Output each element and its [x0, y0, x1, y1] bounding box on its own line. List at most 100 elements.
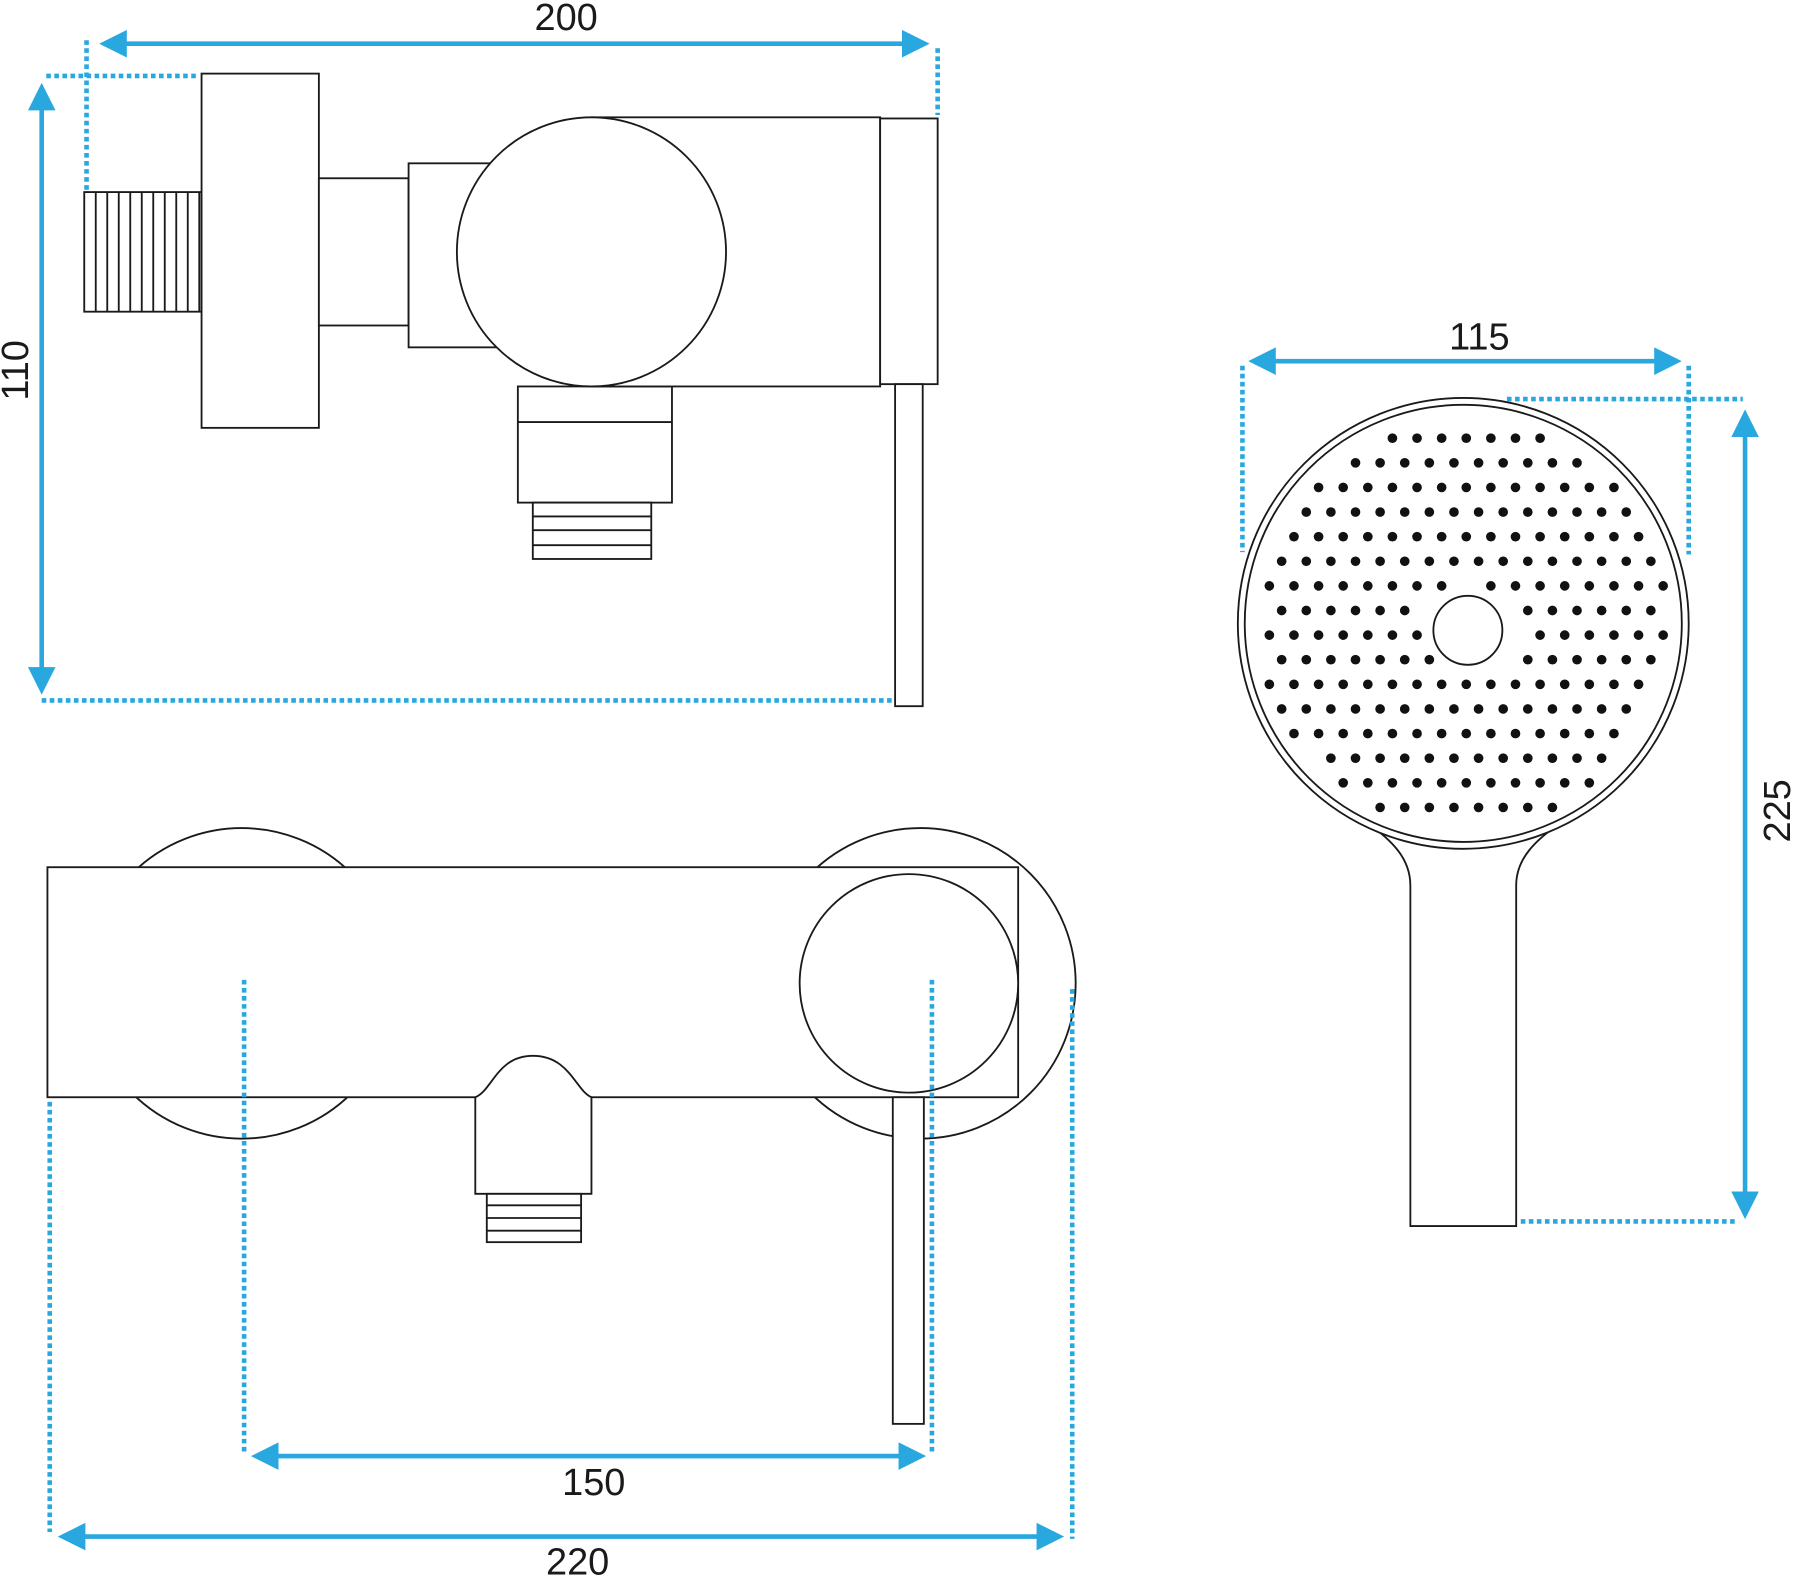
- nozzle-dot: [1621, 507, 1632, 517]
- nozzle-dot: [1362, 679, 1373, 690]
- nozzle-dot: [1399, 753, 1410, 764]
- nozzle-dot: [1572, 507, 1582, 517]
- nozzle-dot: [1412, 777, 1422, 788]
- nozzle-dot: [1658, 630, 1668, 640]
- nozzle-dot: [1473, 753, 1484, 764]
- nozzle-dot: [1559, 482, 1570, 493]
- nozzle-dot: [1535, 777, 1545, 788]
- nozzle-dot: [1621, 654, 1632, 665]
- end-cap: [879, 117, 939, 386]
- nozzle-dot: [1621, 556, 1632, 567]
- nozzle-dot: [1362, 728, 1373, 739]
- nozzle-dot: [1350, 507, 1361, 517]
- nozzle-dot: [1313, 630, 1324, 640]
- nozzle-dot: [1412, 433, 1422, 444]
- lever-front: [891, 1096, 925, 1425]
- cartridge-circle: [455, 116, 727, 388]
- nozzle-dot: [1449, 753, 1459, 764]
- nozzle-dot: [1387, 581, 1398, 591]
- nozzle-dot: [1473, 802, 1484, 813]
- nozzle-dot: [1522, 654, 1533, 665]
- nozzle-dot: [1375, 654, 1385, 665]
- nozzle-dot: [1510, 531, 1521, 542]
- nozzle-dot: [1572, 556, 1582, 567]
- nozzle-dot: [1535, 581, 1545, 591]
- nozzle-dot: [1658, 581, 1668, 591]
- nozzle-dot: [1522, 605, 1533, 616]
- nozzle-dot: [1301, 507, 1312, 517]
- spray-nozzles: [1264, 433, 1668, 813]
- nozzle-dot: [1375, 605, 1385, 616]
- nozzle-dot: [1326, 507, 1336, 517]
- nozzle-dot: [1313, 581, 1324, 591]
- nozzle-dot: [1486, 581, 1496, 591]
- nozzle-dot: [1609, 679, 1619, 690]
- side-view: [83, 72, 939, 708]
- nozzle-dot: [1572, 605, 1582, 616]
- nozzle-dot: [1596, 704, 1607, 714]
- nozzle-dot: [1375, 457, 1385, 468]
- nozzle-dot: [1350, 704, 1361, 714]
- nozzle-dot: [1646, 605, 1656, 616]
- nozzle-dot: [1547, 605, 1558, 616]
- nozzle-dot: [1486, 728, 1496, 739]
- nozzle-dot: [1646, 556, 1656, 567]
- nozzle-dot: [1559, 630, 1570, 640]
- nozzle-dot: [1596, 605, 1607, 616]
- nozzle-dot: [1559, 581, 1570, 591]
- outlet-front: [474, 1054, 593, 1195]
- nozzle-dot: [1449, 802, 1459, 813]
- nozzle-dot: [1535, 482, 1545, 493]
- nozzle-dot: [1301, 605, 1312, 616]
- nozzle-dot: [1572, 704, 1582, 714]
- nozzle-dot: [1584, 728, 1595, 739]
- nozzle-dot: [1596, 753, 1607, 764]
- nozzle-dot: [1264, 630, 1275, 640]
- nozzle-dot: [1547, 457, 1558, 468]
- nozzle-dot: [1313, 679, 1324, 690]
- nozzle-dot: [1338, 728, 1349, 739]
- nozzle-dot: [1498, 457, 1509, 468]
- nozzle-dot: [1313, 728, 1324, 739]
- nozzle-dot: [1498, 556, 1509, 567]
- nozzle-dot: [1436, 482, 1447, 493]
- handle-circle: [798, 873, 1020, 1094]
- nozzle-dot: [1547, 556, 1558, 567]
- dimension-label-225: 225: [1757, 779, 1799, 842]
- nozzle-dot: [1375, 556, 1385, 567]
- nozzle-dot: [1449, 704, 1459, 714]
- nozzle-dot: [1535, 630, 1545, 640]
- nozzle-dot: [1547, 507, 1558, 517]
- nozzle-dot: [1326, 654, 1336, 665]
- nozzle-dot: [1375, 507, 1385, 517]
- nozzle-dot: [1633, 630, 1644, 640]
- nozzle-dot: [1449, 457, 1459, 468]
- nozzle-dot: [1436, 679, 1447, 690]
- nozzle-dot: [1289, 581, 1299, 591]
- nozzle-dot: [1276, 704, 1287, 714]
- nozzle-dot: [1436, 581, 1447, 591]
- nozzle-dot: [1559, 679, 1570, 690]
- nozzle-dot: [1338, 531, 1349, 542]
- nozzle-dot: [1461, 531, 1472, 542]
- dimension-label-200: 200: [535, 0, 598, 39]
- nozzle-dot: [1338, 482, 1349, 493]
- nozzle-dot: [1572, 753, 1582, 764]
- nozzle-dot: [1326, 753, 1336, 764]
- nozzle-dot: [1559, 728, 1570, 739]
- nozzle-dot: [1486, 777, 1496, 788]
- dimension-label-150: 150: [562, 1462, 625, 1504]
- nozzle-dot: [1362, 630, 1373, 640]
- nozzle-dot: [1449, 556, 1459, 567]
- nozzle-dot: [1387, 433, 1398, 444]
- nozzle-dot: [1362, 581, 1373, 591]
- nozzle-dot: [1362, 482, 1373, 493]
- nozzle-dot: [1522, 457, 1533, 468]
- nozzle-dot: [1424, 457, 1435, 468]
- nozzle-dot: [1289, 630, 1299, 640]
- nozzle-dot: [1522, 556, 1533, 567]
- nozzle-dot: [1559, 777, 1570, 788]
- nozzle-dot: [1461, 728, 1472, 739]
- nozzle-dot: [1486, 679, 1496, 690]
- nozzle-dot: [1584, 777, 1595, 788]
